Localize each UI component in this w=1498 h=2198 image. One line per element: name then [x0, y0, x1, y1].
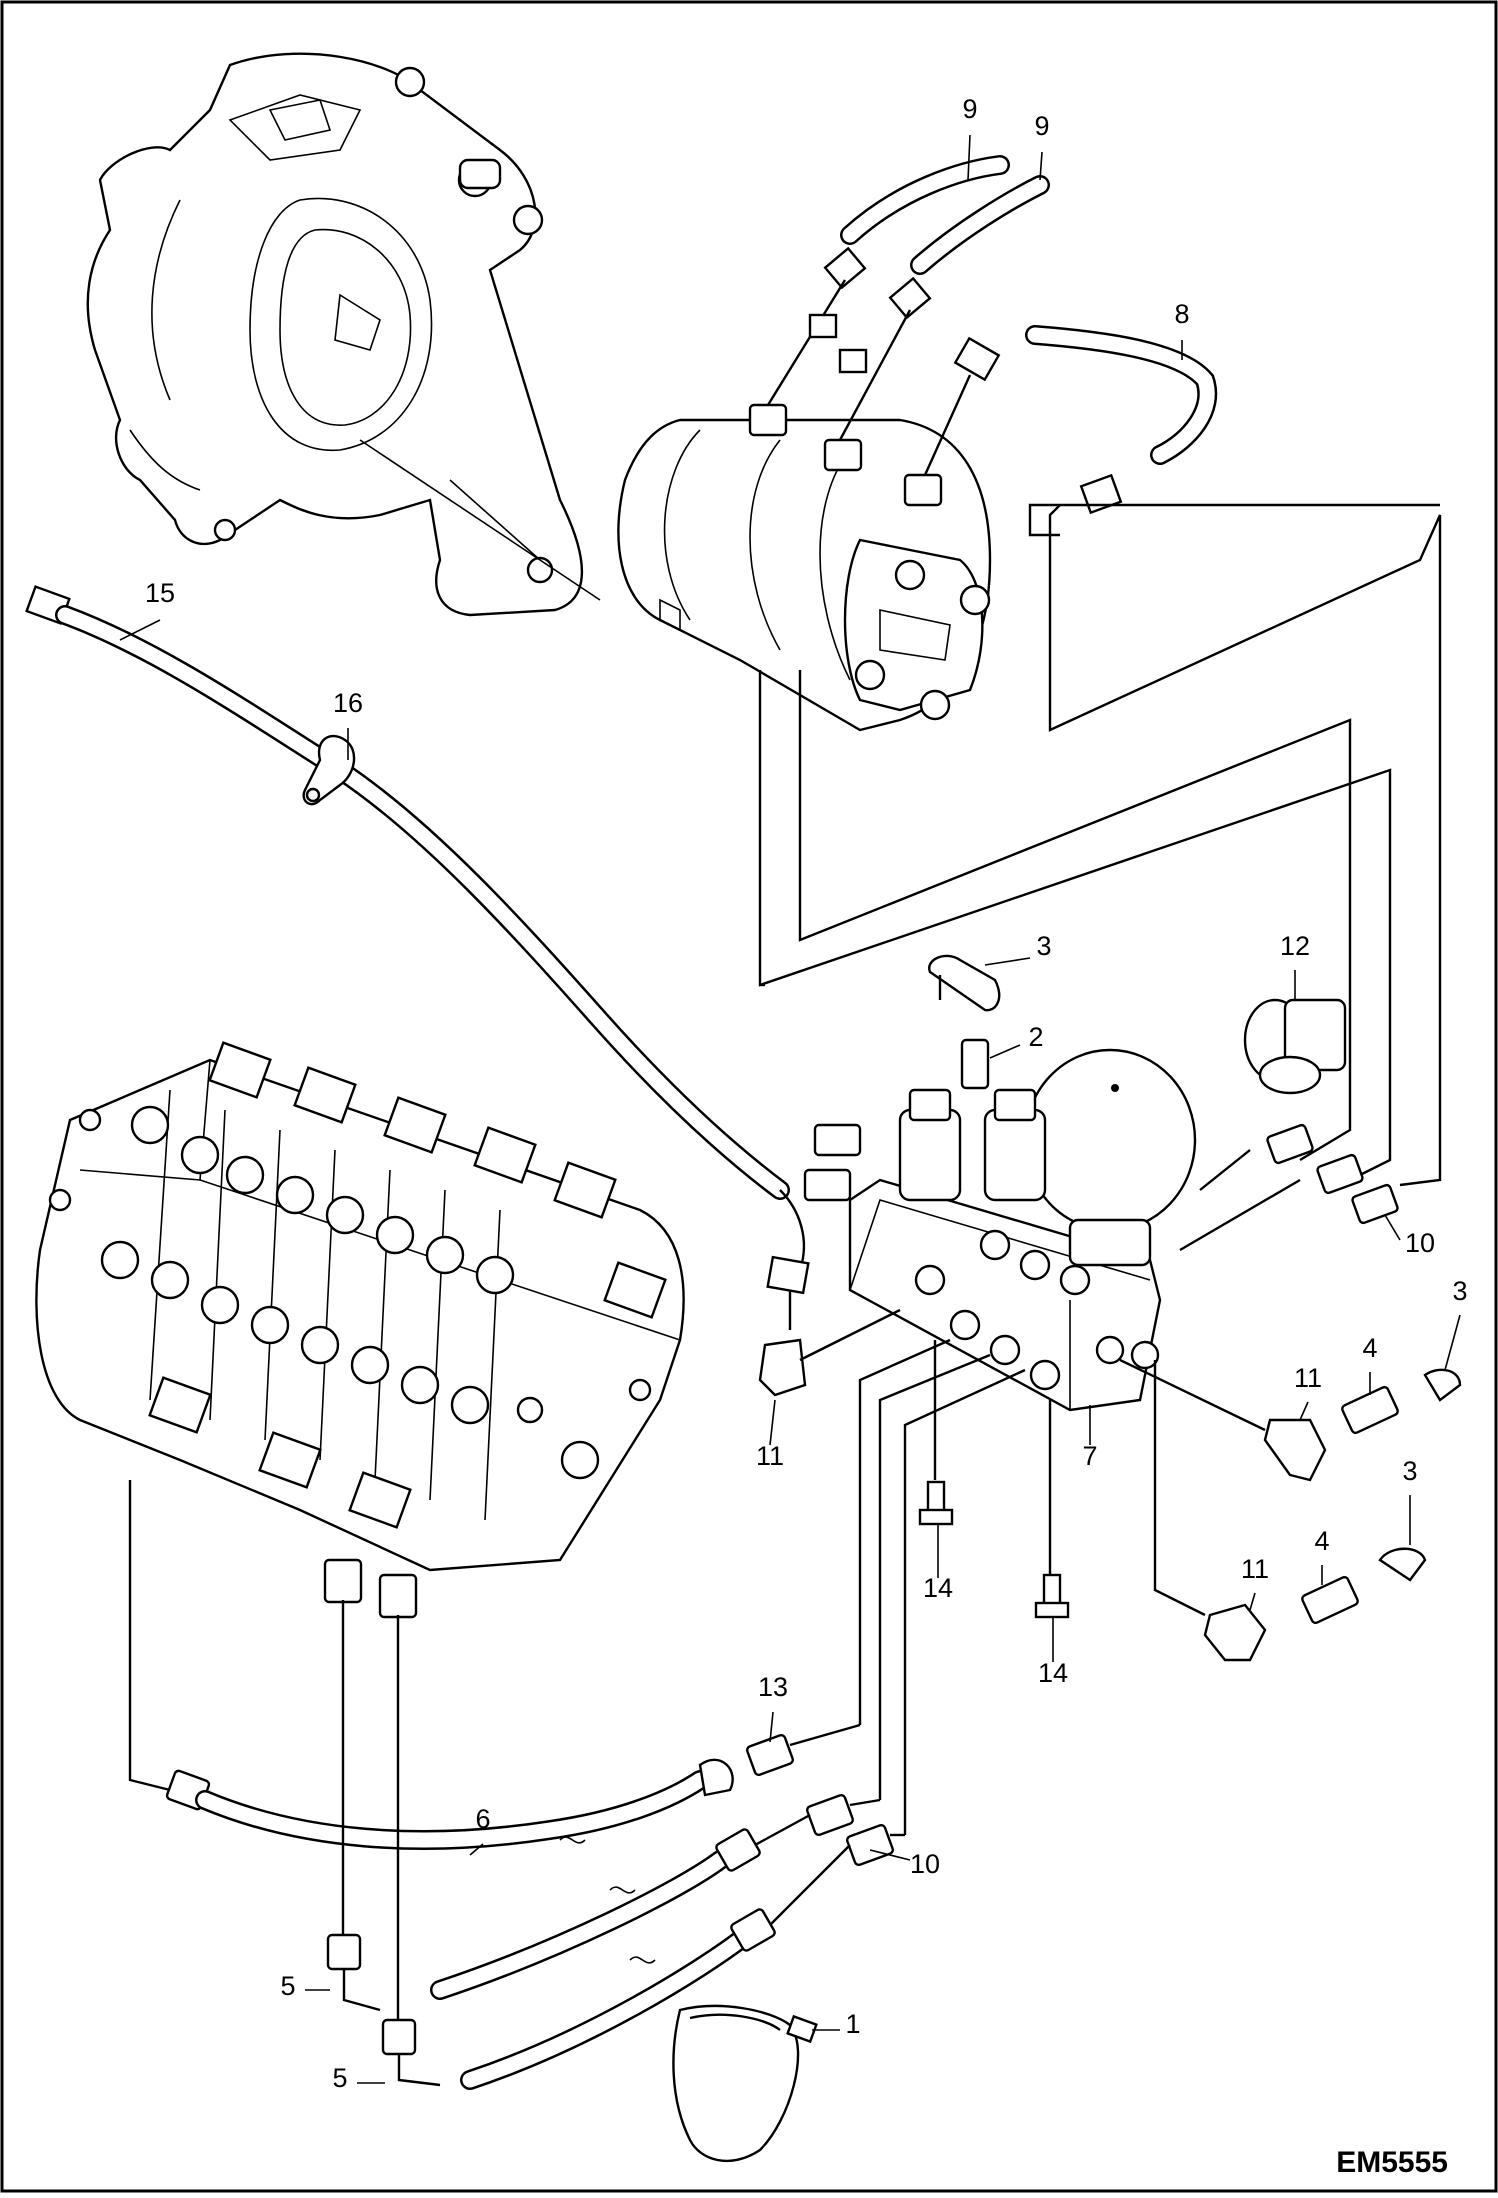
- elbow-11-right-upper: [1119, 1358, 1462, 1482]
- clamp-16: [302, 734, 356, 806]
- diagram-code: EM5555: [1336, 2146, 1448, 2179]
- callout-9a: 9: [962, 94, 977, 124]
- bolt-14-left: [918, 1340, 954, 1526]
- fitting-13: [698, 1723, 861, 1797]
- callout-7: 7: [1082, 1441, 1097, 1471]
- elbow-11-right-lower: [1153, 1360, 1427, 1662]
- callout-13: 13: [758, 1672, 788, 1702]
- valve-solenoids: [148, 1041, 667, 1529]
- hoses-9: [766, 155, 1050, 441]
- callout-11c: 11: [1241, 1554, 1269, 1584]
- elbow-11-left: [758, 1308, 901, 1397]
- fitting-10-upper-2: [1316, 1153, 1364, 1195]
- line-13: [858, 1338, 951, 1725]
- fitting-12: [1243, 998, 1347, 1095]
- callout-3c: 3: [1402, 1456, 1417, 1486]
- callout-14b: 14: [1038, 1658, 1068, 1688]
- bolt-14-right: [1034, 1400, 1070, 1619]
- hose-8: [923, 325, 1218, 515]
- callout-5a: 5: [280, 1971, 295, 2001]
- callout-1: 1: [845, 2009, 860, 2039]
- callout-3a: 3: [1036, 931, 1051, 961]
- axle-housing: [86, 52, 601, 617]
- cable-tie-1: [672, 2004, 818, 2163]
- callout-4b: 4: [1314, 1526, 1329, 1556]
- fittings-10-lower: [806, 1793, 905, 1867]
- callout-10a: 10: [1405, 1228, 1435, 1258]
- steering-motor: [617, 403, 992, 732]
- fitting-10-upper-3: [1351, 1183, 1399, 1225]
- callout-11b: 11: [756, 1441, 784, 1471]
- solenoid-coils: [803, 1088, 1047, 1202]
- valve-ports: [48, 1105, 652, 1480]
- callout-2: 2: [1028, 1022, 1043, 1052]
- manifold-block: [848, 1178, 1162, 1412]
- control-valve: [35, 1041, 685, 1619]
- fitting-10-upper-1: [1266, 1123, 1314, 1165]
- callout-6: 6: [475, 1804, 490, 1834]
- callout-12: 12: [1280, 931, 1310, 961]
- callout-14a: 14: [923, 1573, 953, 1603]
- callout-16: 16: [333, 688, 363, 718]
- test-port-2: [928, 954, 1001, 1090]
- callout-15: 15: [145, 578, 175, 608]
- hoses-5: [326, 1600, 851, 2090]
- callout-9b: 9: [1034, 111, 1049, 141]
- hose-15: [25, 585, 810, 1330]
- callout-10b: 10: [910, 1849, 940, 1879]
- routing-lines: [758, 503, 1442, 1187]
- callout-3b: 3: [1452, 1276, 1467, 1306]
- callout-11a: 11: [1294, 1363, 1322, 1393]
- hose-6: [128, 1480, 710, 1850]
- line-10-b: [903, 1368, 1026, 1835]
- leader-lines: [119, 134, 1461, 2084]
- callout-4a: 4: [1362, 1333, 1377, 1363]
- callout-5b: 5: [332, 2063, 347, 2093]
- callout-8: 8: [1174, 299, 1189, 329]
- line-10-a: [878, 1353, 991, 1800]
